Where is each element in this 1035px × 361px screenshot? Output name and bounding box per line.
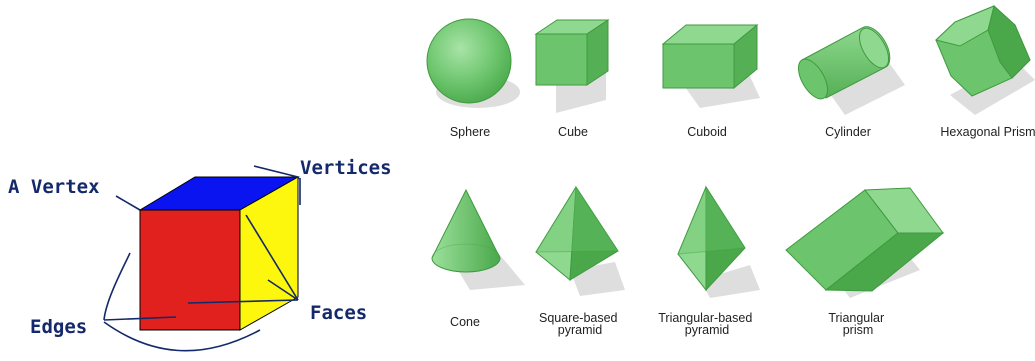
- label-vertices: Vertices: [300, 157, 392, 179]
- cuboid-shape: [661, 23, 760, 108]
- annotation-lines: [103, 165, 301, 352]
- label-cylinder: Cylinder: [825, 125, 871, 139]
- cube-diagram: [103, 165, 301, 352]
- square-based-pyramid-shape: [535, 185, 625, 296]
- hexagonal-prism-shape: [934, 5, 1035, 115]
- label-triangular-prism-line2: prism: [843, 323, 874, 337]
- cube-left-face: [139, 209, 241, 331]
- label-sphere: Sphere: [450, 125, 490, 139]
- triangular-based-pyramid-shape: [677, 185, 760, 298]
- sphere-shape: [426, 18, 520, 108]
- label-cone: Cone: [450, 315, 480, 329]
- label-square-based-pyramid-line1: Square-based: [539, 311, 618, 325]
- label-cube: Cube: [558, 125, 588, 139]
- label-triangular-prism-line1: Triangular: [828, 311, 884, 325]
- label-cuboid: Cuboid: [687, 125, 727, 139]
- label-a-vertex: A Vertex: [8, 176, 100, 198]
- triangular-prism-shape: [785, 187, 945, 298]
- label-triangular-based-pyramid: Triangular-based pyramid: [658, 311, 756, 337]
- label-edges: Edges: [30, 316, 87, 338]
- cylinder-shape: [797, 26, 905, 115]
- label-square-based-pyramid-line2: pyramid: [558, 323, 603, 337]
- cone-shape: [431, 188, 525, 290]
- shape-labels: Sphere Cube Cuboid Cylinder Hexagonal Pr…: [450, 125, 1035, 337]
- label-triangular-based-pyramid-line2: pyramid: [685, 323, 730, 337]
- label-triangular-based-pyramid-line1: Triangular-based: [658, 311, 752, 325]
- cube-shape: [534, 19, 610, 113]
- label-triangular-prism: Triangular prism: [828, 311, 887, 337]
- label-faces: Faces: [310, 302, 367, 324]
- label-square-based-pyramid: Square-based pyramid: [539, 311, 621, 337]
- label-hexagonal-prism: Hexagonal Prism: [940, 125, 1035, 139]
